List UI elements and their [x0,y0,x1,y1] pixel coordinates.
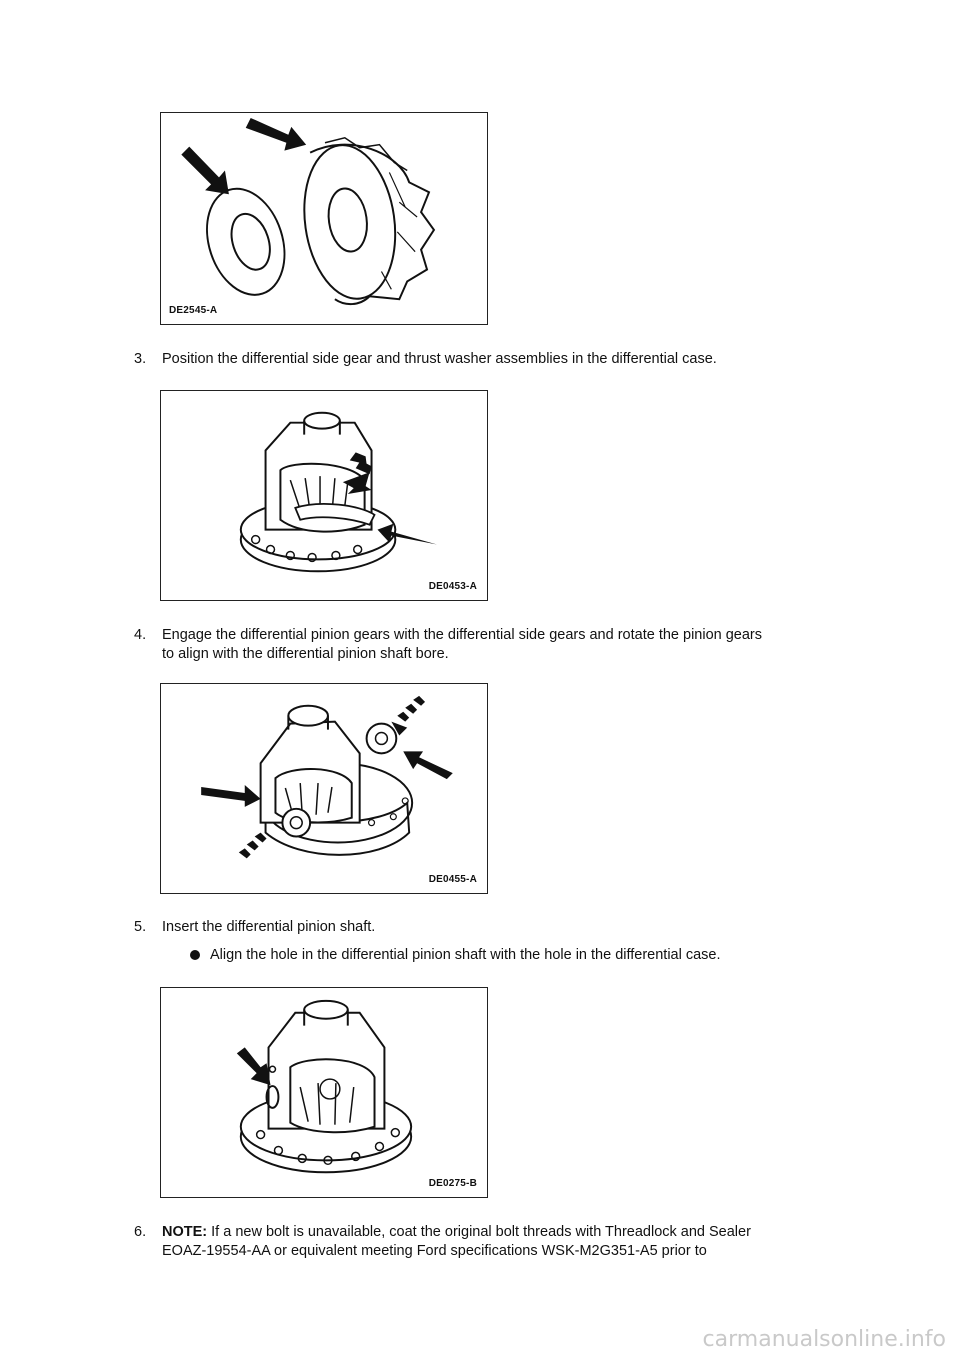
step-number: 4. [134,627,147,643]
bullet-text: Align the hole in the differential pinio… [210,947,721,963]
figure-side-gear-washer: DE2545-A [160,112,488,325]
figure-label: DE0455-A [428,874,477,885]
figure-side-gear-in-case: DE0453-A [160,390,488,601]
step-text: Insert the differential pinion shaft. [162,919,376,935]
figure-pinion-gears: DE0455-A [160,683,488,894]
step-number: 5. [134,919,147,935]
step-text-line-2: to align with the differential pinion sh… [162,646,449,662]
figure-label: DE2545-A [169,305,218,316]
pinion-shaft-illustration [236,999,413,1174]
figure-pinion-shaft: DE0275-B [160,987,488,1198]
step-text-line-2: EOAZ-19554-AA or equivalent meeting Ford… [162,1243,707,1259]
pinion-gears-illustration [201,695,453,859]
differential-case-illustration [239,411,437,573]
step-number: 6. [134,1224,147,1240]
figure-label: DE0453-A [428,581,477,592]
step-text-line-1: NOTE: If a new bolt is unavailable, coat… [162,1223,842,1242]
note-text: If a new bolt is unavailable, coat the o… [207,1224,751,1240]
bullet-dot [190,950,200,960]
step-text: Position the differential side gear and … [162,351,717,367]
note-label: NOTE: [162,1224,208,1240]
watermark: carmanualsonline.info [702,1327,946,1352]
side-gear-washer-illustration [181,117,436,306]
step-text-line-1: Engage the differential pinion gears wit… [162,627,763,643]
figure-label: DE0275-B [428,1178,477,1189]
step-number: 3. [134,351,147,367]
